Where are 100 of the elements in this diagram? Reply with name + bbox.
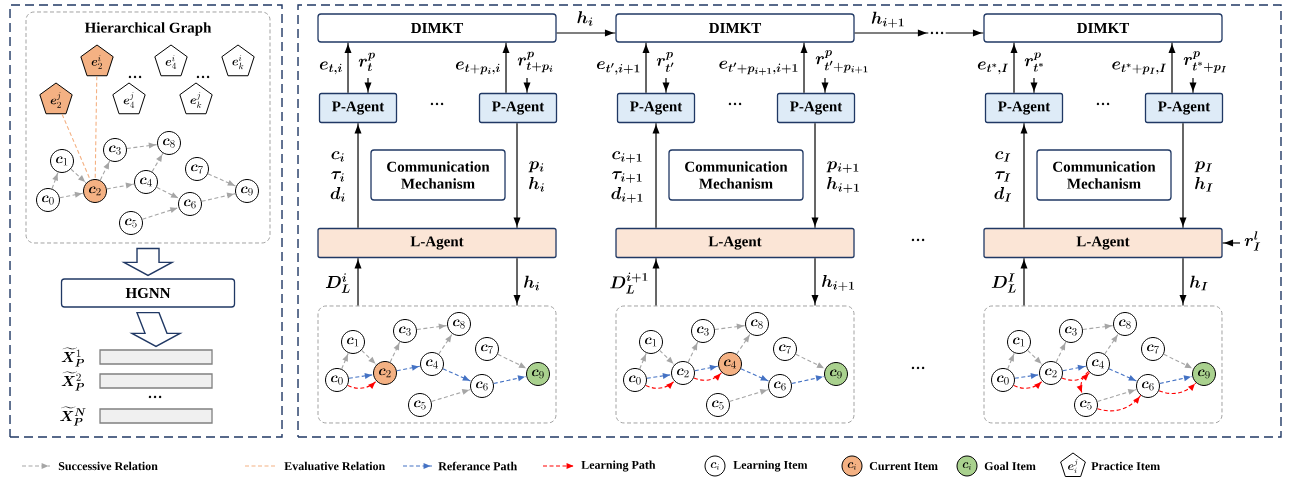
arrow — [728, 388, 770, 403]
arrow — [201, 192, 236, 202]
arrow — [354, 257, 362, 307]
edge-label: $\bm{D_{L}^{i+1}}$ — [610, 272, 648, 294]
edge-label: $\bm{h_{i+1}}$ — [871, 11, 904, 28]
edge-label: $\begin{array}{c}\bm{p_{I}}\\\bm{h_{I}}\end{array}$ — [1194, 161, 1213, 192]
edge-label: $\bm{r_{t'}^{p}}$ — [656, 52, 674, 72]
arrow — [642, 42, 650, 94]
graph-panel — [317, 305, 557, 424]
edge-label: $\bm{e_{t+p_{i},i}}$ — [455, 61, 500, 75]
mechanism-box: Communication Mechanism — [1036, 149, 1172, 201]
arrow — [1055, 341, 1067, 363]
arrow — [1163, 353, 1194, 370]
arrow — [341, 352, 349, 370]
arrow — [1168, 42, 1176, 94]
ellipsis: … — [196, 75, 210, 79]
arrow — [1013, 380, 1043, 390]
vector-label: $\widetilde{\bm{X}}_{\bm{P}}^{\bm{N}}$ — [60, 406, 86, 426]
arrow — [811, 257, 819, 307]
model-box: DIMKT — [317, 13, 557, 43]
edge-label: $\bm{e_{t,i}}$ — [319, 61, 342, 75]
ellipsis: … — [728, 102, 742, 106]
agent-box: P-Agent — [616, 92, 696, 124]
ellipsis: … — [128, 75, 142, 79]
legend-symbol: $\bm{c}_{i}$ — [847, 462, 856, 470]
arrow — [51, 171, 59, 190]
edge-label: $\begin{array}{c}\bm{c_{I}}\\\bm{\tau_{I}}\\\bm{d_{I}}\end{array}$ — [994, 151, 1012, 202]
arrow — [442, 368, 472, 382]
graph-panel — [615, 305, 855, 424]
arrow — [121, 247, 175, 277]
arrow — [1014, 372, 1040, 379]
mechanism-box: Communication Mechanism — [668, 149, 804, 201]
arrow — [523, 77, 531, 94]
arrow — [156, 186, 180, 200]
legend-symbol: $\bm{c}_{i}$ — [710, 462, 719, 470]
edge-label: $\bm{r_{t}^{p}}$ — [358, 52, 375, 72]
arrow — [416, 323, 448, 330]
edge-label: $\bm{r_{t+p_{i}}^{p}}$ — [517, 51, 553, 73]
dashed-panel — [297, 4, 1282, 438]
arrow — [800, 42, 808, 94]
ellipsis: … — [911, 238, 925, 242]
arrow — [513, 122, 521, 229]
arrow — [811, 122, 819, 229]
arrow — [659, 349, 675, 366]
arrow — [1020, 257, 1028, 307]
edge-label: $\bm{r_{t^{*}}^{p}}$ — [1024, 52, 1043, 72]
arrow — [795, 353, 826, 370]
arrow — [207, 173, 237, 187]
practice-pentagon: $\bm{e}_{2}^{i}$ — [80, 44, 114, 77]
arrow — [1108, 368, 1138, 382]
edge-label: $\bm{r_{t'+p_{i+1}}^{p}}$ — [815, 50, 868, 74]
agent-box: L-Agent — [317, 227, 557, 259]
arrow — [694, 364, 719, 372]
panel-title: Hierarchical Graph — [84, 22, 212, 36]
arrow — [1027, 349, 1043, 366]
arrow — [1104, 333, 1119, 355]
legend-symbol: $\bm{e}_{i}^{j}$ — [1068, 458, 1078, 474]
ellipsis: … — [148, 395, 162, 399]
edge-label: $\bm{r_{I}^{l}}$ — [1244, 231, 1261, 251]
legend-text: Evaluative Relation — [284, 461, 386, 471]
model-box: DIMKT — [615, 13, 855, 43]
model-box: HGNN — [60, 278, 236, 308]
arrow — [1096, 394, 1142, 412]
arrow — [364, 77, 372, 94]
edge-label: $\bm{h_{i+1}}$ — [822, 274, 854, 292]
arrow — [347, 380, 377, 390]
arrow — [645, 380, 675, 390]
legend-text: Current Item — [869, 461, 938, 471]
edge-label: $\begin{array}{c}\bm{p_{i+1}}\\\bm{h_{i+1}}\end{array}$ — [826, 161, 859, 194]
arrow — [493, 375, 527, 385]
arrow — [502, 42, 510, 94]
arrow — [652, 257, 660, 307]
arrow — [361, 349, 377, 366]
legend-text: Referance Path — [438, 461, 517, 471]
arrow — [129, 311, 183, 348]
arrow — [1222, 239, 1241, 247]
legend-text: Learning Item — [733, 460, 808, 472]
arrow — [1076, 370, 1090, 395]
arrow — [791, 375, 825, 385]
arrow — [556, 29, 616, 37]
practice-pentagon: $\bm{e}_{4}^{j}$ — [112, 82, 146, 115]
arrow — [854, 29, 929, 37]
practice-pentagon: $\bm{e}_{2}^{j}$ — [39, 82, 73, 115]
arrow — [438, 333, 453, 355]
vector-label: $\widetilde{\bm{X}}_{\bm{P}}^{1}$ — [61, 347, 85, 367]
edge-label: $\begin{array}{c}\bm{c_{i}}\\\bm{\tau_{i}}\\\bm{d_{i}}\end{array}$ — [330, 151, 345, 202]
arrow — [126, 142, 158, 149]
agent-box: P-Agent — [478, 92, 558, 124]
edge-label: $\bm{h_{i}}$ — [524, 275, 540, 291]
vector-label: $\widetilde{\bm{X}}_{\bm{P}}^{2}$ — [61, 371, 85, 391]
arrow — [639, 352, 647, 370]
arrow — [106, 182, 135, 190]
arrow — [1010, 42, 1018, 94]
ellipsis: … — [930, 31, 944, 35]
dashed-panel — [9, 4, 283, 438]
arrow — [821, 77, 829, 94]
arrow — [693, 372, 723, 381]
model-box: DIMKT — [983, 13, 1223, 43]
edge-label: $\bm{D_{L}^{i}}$ — [325, 273, 350, 293]
legend-text: Goal Item — [984, 461, 1036, 471]
